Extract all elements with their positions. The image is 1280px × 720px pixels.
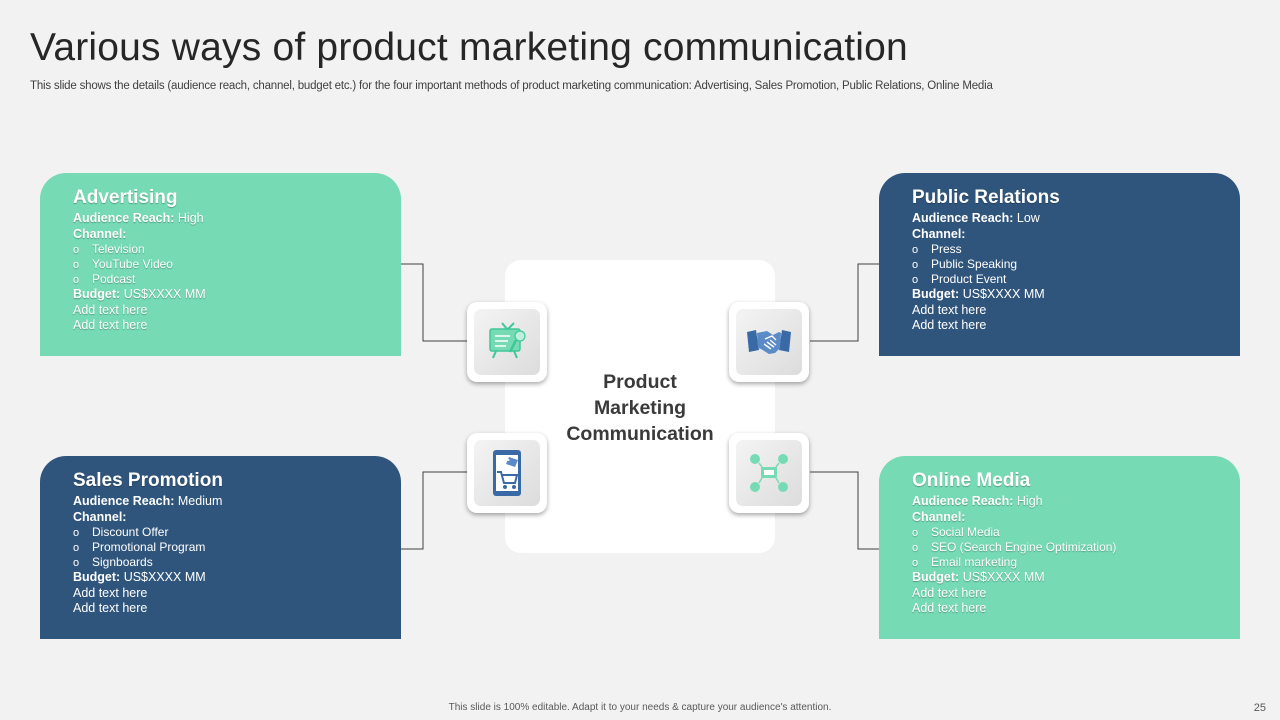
card-title: Public Relations: [912, 187, 1060, 208]
add-text-1: Add text here: [73, 585, 148, 600]
add-text-1: Add text here: [912, 302, 987, 317]
icon-tile-public-relations: [729, 302, 809, 382]
card-online-media: Online Media Audience Reach: High Channe…: [879, 456, 1240, 639]
channel-label: Channel:: [73, 509, 127, 524]
social-network-icon: [750, 454, 788, 492]
handshake-icon: [747, 330, 791, 354]
audience-reach: Audience Reach: Medium: [73, 494, 223, 508]
add-text-2: Add text here: [73, 601, 148, 615]
center-label-line2: Marketing: [593, 397, 687, 419]
center-label: Product Marketing Communication: [505, 369, 775, 447]
add-text-2: Add text here: [912, 601, 987, 615]
budget: Budget: US$XXXX MM: [912, 570, 1045, 584]
add-text-2: Add text here: [912, 318, 987, 332]
channel-label: Channel:: [73, 226, 127, 241]
page-number: 25: [1253, 702, 1266, 714]
add-text-2: Add text here: [73, 318, 148, 332]
television-icon: [489, 322, 526, 359]
budget: Budget: US$XXXX MM: [912, 287, 1045, 301]
budget: Budget: US$XXXX MM: [73, 287, 206, 301]
card-title: Advertising: [73, 187, 178, 208]
card-title: Online Media: [912, 470, 1031, 491]
center-label-line3: Communication: [566, 423, 714, 445]
shopping-cart-icon: [493, 450, 521, 496]
card-advertising: Advertising Audience Reach: High Channel…: [40, 173, 401, 356]
audience-reach: Audience Reach: High: [73, 211, 204, 225]
audience-reach: Audience Reach: High: [912, 494, 1043, 508]
slide-title: Various ways of product marketing commun…: [30, 26, 908, 69]
icon-tile-advertising: [467, 302, 547, 382]
icon-tile-online-media: [729, 433, 809, 513]
card-public-relations: Public Relations Audience Reach: Low Cha…: [879, 173, 1240, 356]
channel-label: Channel:: [912, 226, 966, 241]
slide-subtitle: This slide shows the details (audience r…: [30, 80, 993, 92]
card-title: Sales Promotion: [73, 470, 223, 491]
add-text-1: Add text here: [912, 585, 987, 600]
budget: Budget: US$XXXX MM: [73, 570, 206, 584]
center-label-line1: Product: [603, 371, 677, 393]
card-sales-promotion: Sales Promotion Audience Reach: Medium C…: [40, 456, 401, 639]
audience-reach: Audience Reach: Low: [912, 211, 1040, 225]
add-text-1: Add text here: [73, 302, 148, 317]
channel-label: Channel:: [912, 509, 966, 524]
slide-footer: This slide is 100% editable. Adapt it to…: [448, 702, 832, 713]
icon-tile-sales-promotion: [467, 433, 547, 513]
